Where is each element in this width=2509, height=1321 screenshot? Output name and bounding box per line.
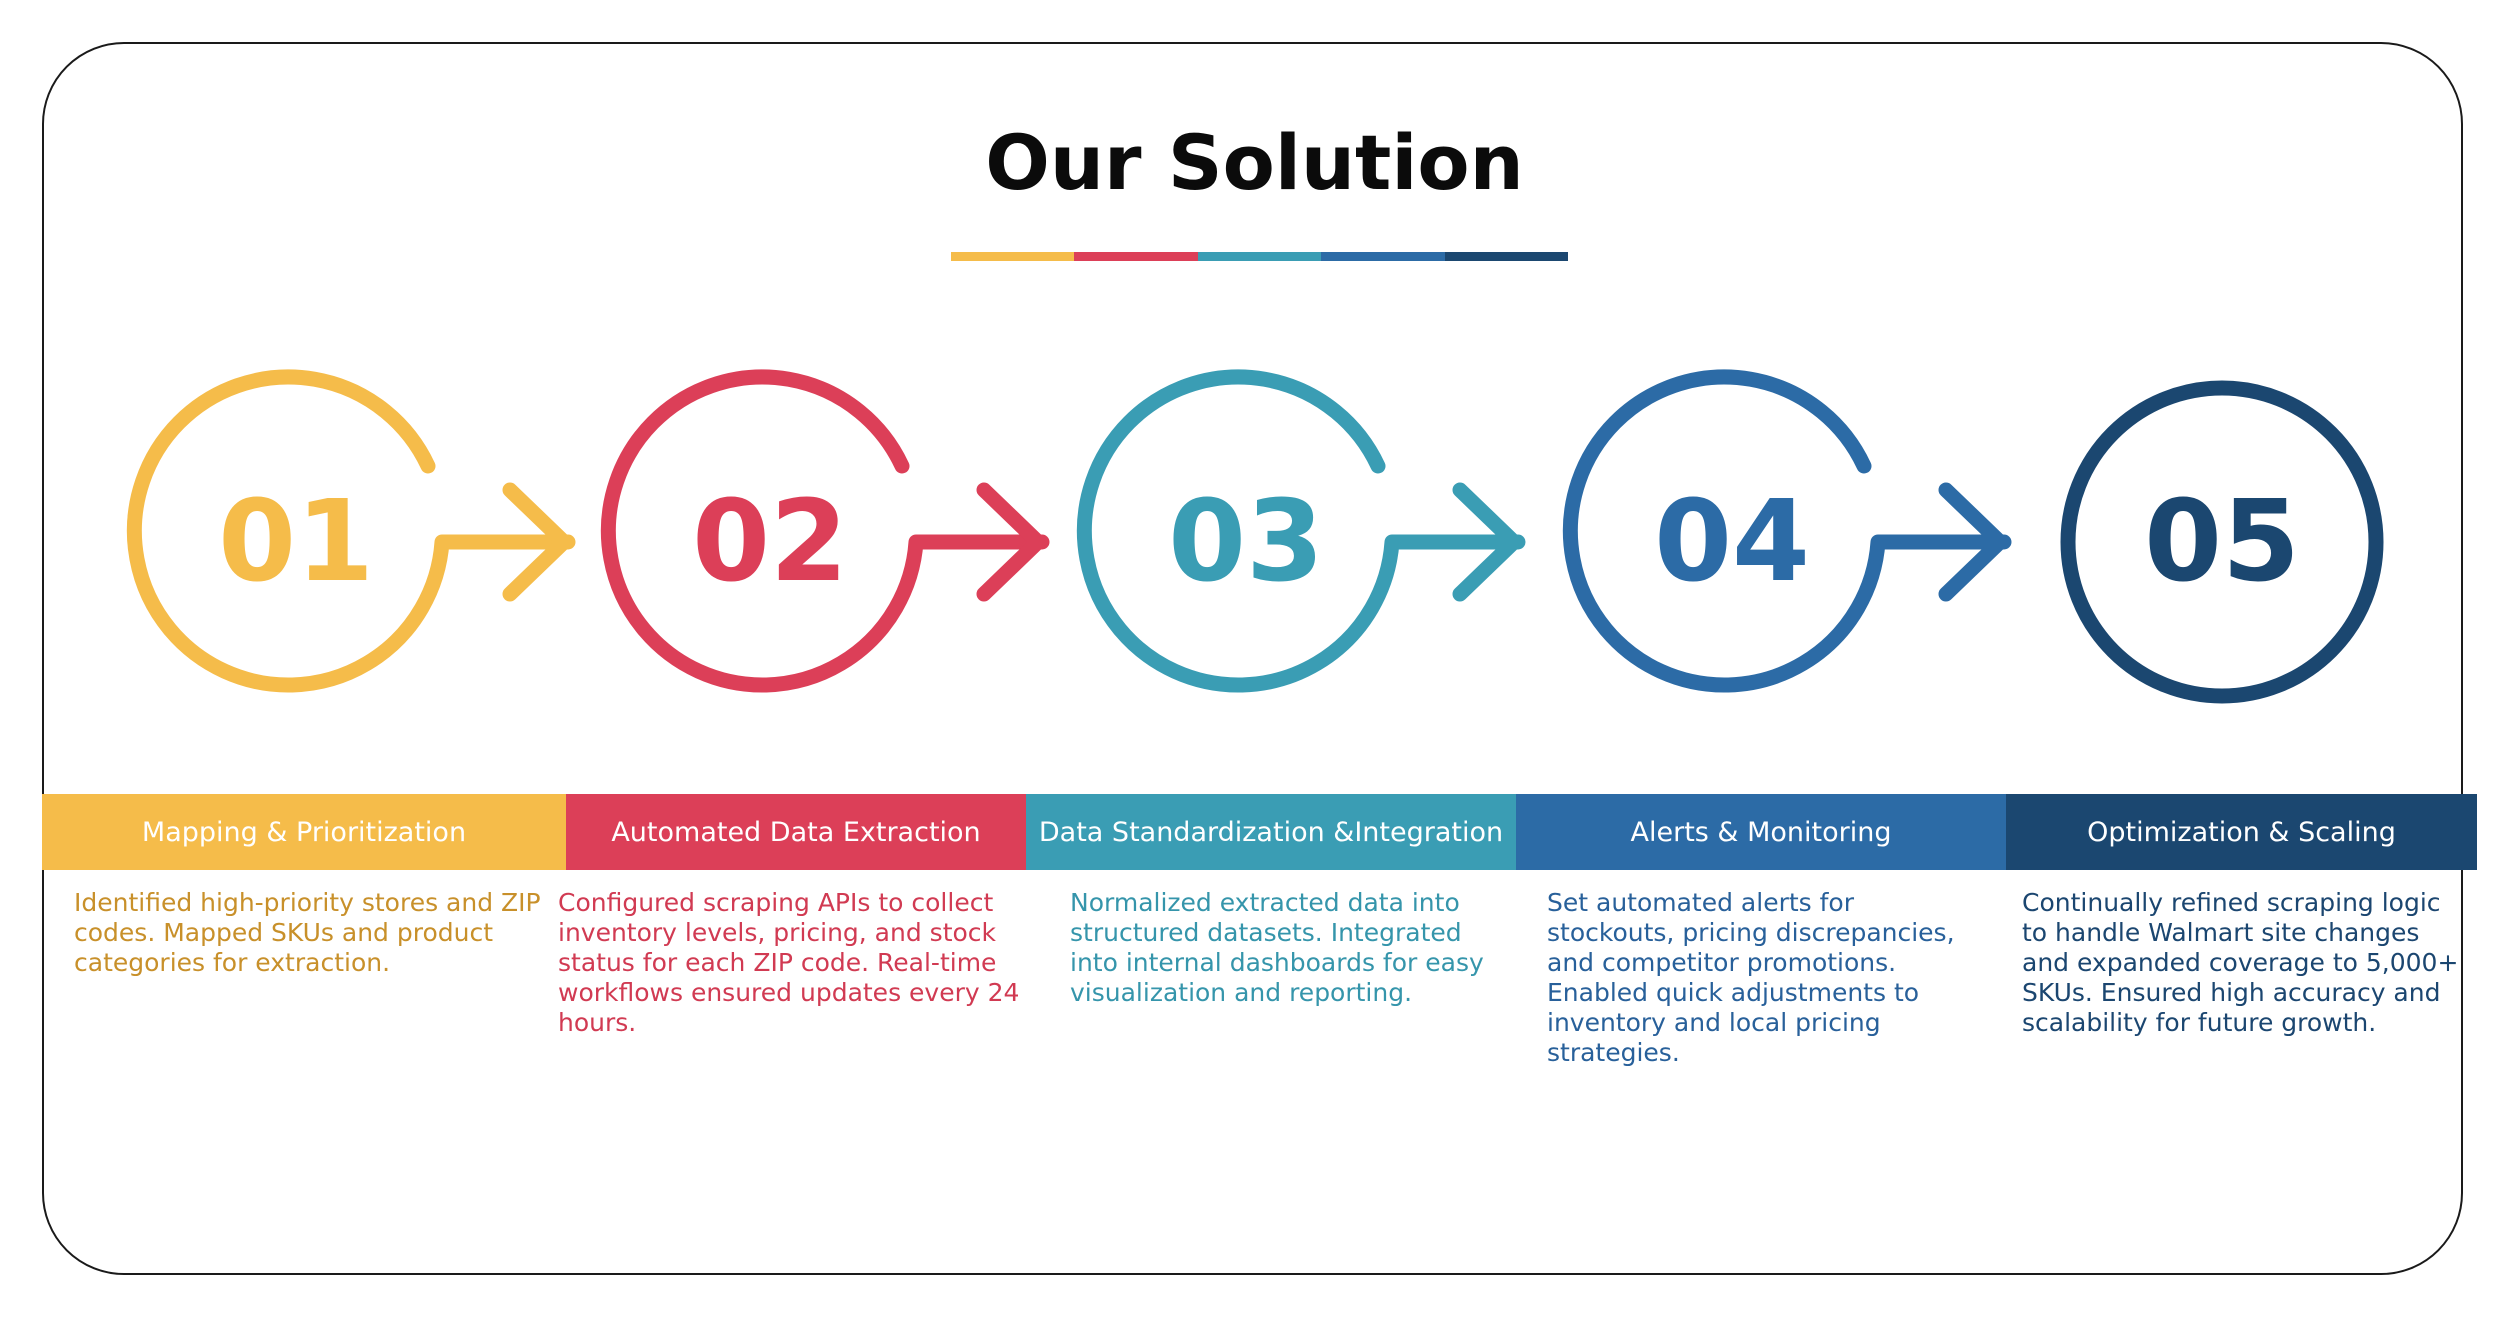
step-02-heading-band: Automated Data Extraction [566, 794, 1026, 870]
step-04-number: 04 [1654, 477, 1810, 607]
title-underline [951, 252, 1569, 261]
step-04-heading: Alerts & Monitoring [1630, 816, 1892, 848]
underline-segment-navy [1444, 252, 1569, 261]
step-04-description: Set automated alerts for stockouts, pric… [1547, 888, 1955, 1067]
step-05-heading-band: Optimization & Scaling [2006, 794, 2477, 870]
step-01-description: Identified high-priority stores and ZIP … [74, 888, 541, 977]
step-02-arrowhead [976, 482, 1046, 602]
step-03-ring [1076, 369, 1526, 693]
underline-segment-red [1074, 252, 1198, 261]
step-02-number: 02 [692, 477, 848, 607]
step-04-heading-band: Alerts & Monitoring [1516, 794, 2006, 870]
step-03-description: Normalized extracted data into structure… [1070, 888, 1484, 1007]
step-02-heading: Automated Data Extraction [611, 816, 981, 848]
step-03-circle-arrow: 03 [1076, 369, 1526, 693]
step-05-circle: 05 [2060, 380, 2384, 704]
step-03-arrowhead [1452, 482, 1522, 602]
step-02-circle-arrow: 02 [600, 369, 1050, 693]
step-05-heading: Optimization & Scaling [2087, 816, 2396, 848]
step-03-heading-band: Data Standardization &Integration [1026, 794, 1516, 870]
step-01-heading-band: Mapping & Prioritization [42, 794, 566, 870]
underline-segment-yellow [951, 252, 1075, 261]
content-frame [42, 42, 2463, 1275]
step-02-description: Configured scraping APIs to collect inve… [558, 888, 1020, 1037]
step-05-number: 05 [2144, 477, 2300, 607]
step-03-number: 03 [1168, 477, 1324, 607]
step-01-ring [126, 369, 576, 693]
step-05-ring [2060, 380, 2384, 704]
underline-segment-teal [1197, 252, 1322, 261]
step-04-circle-arrow: 04 [1562, 369, 2012, 693]
step-01-circle-arrow: 01 [126, 369, 576, 693]
step-04-ring [1562, 369, 2012, 693]
page-title: Our Solution [985, 118, 1524, 207]
step-02-ring [600, 369, 1050, 693]
step-05-description: Continually refined scraping logic to ha… [2022, 888, 2459, 1037]
step-01-heading: Mapping & Prioritization [141, 816, 467, 848]
step-01-arrowhead [502, 482, 572, 602]
step-03-heading: Data Standardization &Integration [1038, 816, 1504, 848]
step-04-arrowhead [1938, 482, 2008, 602]
step-01-number: 01 [218, 477, 374, 607]
underline-segment-blue [1321, 252, 1445, 261]
